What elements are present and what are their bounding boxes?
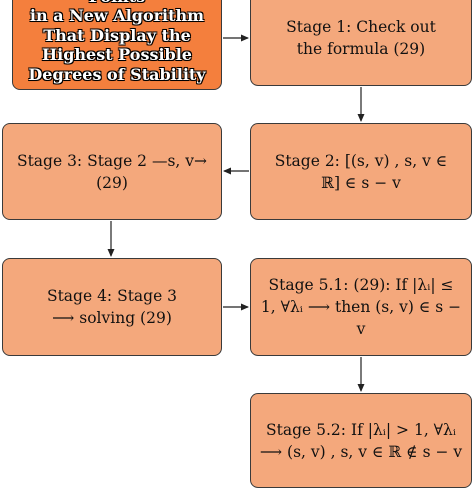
node-stage-5-2-label: Stage 5.2: If |λᵢ| > 1, ∀λᵢ ⟶ (s, v) , s… [259, 420, 463, 461]
node-stage-1-label: Stage 1: Check out the formula (29) [286, 18, 436, 58]
node-stage-4-label: Stage 4: Stage 3 ⟶ solving (29) [46, 287, 178, 327]
node-stage-5-1: Stage 5.1: (29): If |λᵢ| ≤ 1, ∀λᵢ ⟶ then… [250, 258, 472, 356]
node-stage-4: Stage 4: Stage 3 ⟶ solving (29) [2, 258, 222, 356]
node-stage-2-label: Stage 2: [(s, v) , s, v ∈ ℝ] ∈ s − v [274, 151, 448, 192]
node-stage-5-2: Stage 5.2: If |λᵢ| > 1, ∀λᵢ ⟶ (s, v) , s… [250, 393, 472, 488]
node-title-label: Identifying the Points in a New Algorith… [28, 0, 206, 84]
node-stage-1: Stage 1: Check out the formula (29) [250, 0, 472, 86]
node-stage-3: Stage 3: Stage 2 —s, v→ (29) [2, 123, 222, 220]
node-stage-5-1-label: Stage 5.1: (29): If |λᵢ| ≤ 1, ∀λᵢ ⟶ then… [260, 276, 462, 338]
node-title: Identifying the Points in a New Algorith… [12, 0, 222, 90]
node-stage-3-label: Stage 3: Stage 2 —s, v→ (29) [16, 151, 208, 192]
node-stage-2: Stage 2: [(s, v) , s, v ∈ ℝ] ∈ s − v [250, 123, 472, 220]
